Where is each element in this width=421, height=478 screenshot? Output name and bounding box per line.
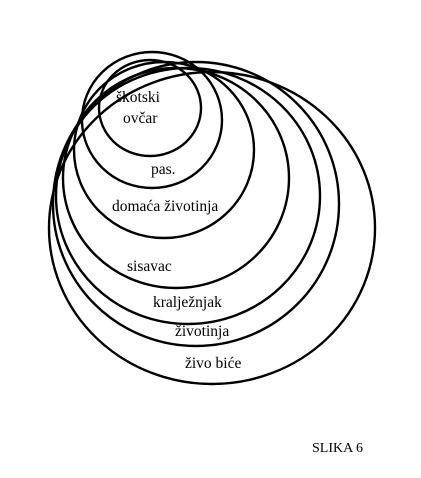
label-sisavac: sisavac: [127, 258, 172, 275]
label-ovcar: ovčar: [123, 110, 158, 127]
ring-kraljeznjak: [54, 66, 322, 326]
label-zivotinja: životinja: [175, 323, 229, 340]
ring-zivotinja: [51, 60, 341, 348]
label-zivo-bice: živo biće: [185, 355, 241, 372]
ring-sisavac: [61, 66, 291, 290]
label-pas: pas.: [151, 161, 176, 178]
ring-pas: [80, 50, 224, 190]
label-domaca-zivotinja: domaća životinja: [112, 198, 218, 215]
label-kraljeznjak: kralježnjak: [153, 294, 222, 311]
ring-skotski-ovcar: [97, 58, 203, 158]
ring-zivo-bice: [47, 70, 377, 386]
figure-caption: SLIKA 6: [312, 441, 363, 456]
label-skotski: škotski: [116, 89, 161, 106]
